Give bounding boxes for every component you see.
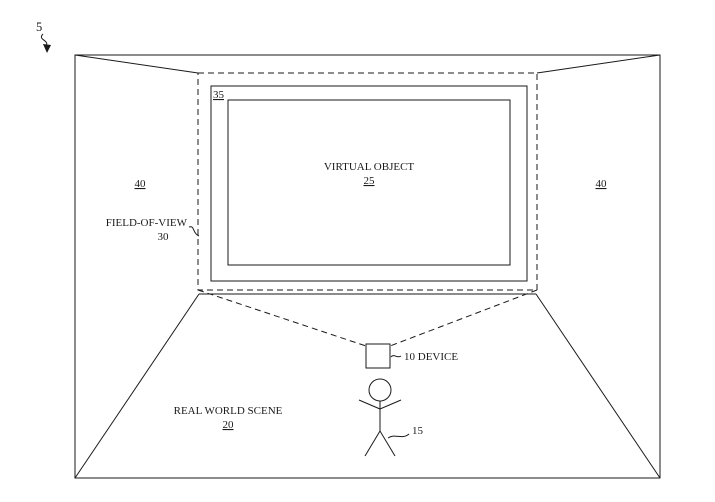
stick-figure-head — [368, 378, 392, 402]
field-of-view-ref-label: 30 — [158, 231, 170, 243]
floor-edge-right — [535, 293, 661, 479]
stick-figure-leg-left — [364, 430, 381, 457]
ceiling-edge-left — [74, 54, 199, 74]
scene-ref-label: 20 — [223, 419, 235, 431]
stick-figure-leg-right — [379, 430, 396, 457]
right-wall-ref-label: 40 — [596, 178, 608, 190]
projection-line-left — [197, 289, 367, 347]
figure-ref-arrowhead-icon — [43, 44, 51, 53]
person-leader-line — [387, 433, 410, 439]
scene-label: REAL WORLD SCENE — [174, 405, 283, 417]
left-wall-ref-label: 40 — [135, 178, 147, 190]
room-outline — [74, 54, 661, 479]
stick-figure-arm-right — [379, 399, 402, 410]
stick-figure-arm-left — [358, 399, 381, 410]
device-leader-line — [390, 355, 402, 358]
virtual-object-ref-label: 25 — [364, 175, 376, 187]
field-of-view-leader-line — [188, 226, 200, 237]
field-of-view-label: FIELD-OF-VIEW — [106, 217, 188, 229]
device-label: 10 DEVICE — [404, 351, 458, 363]
projection-line-right — [389, 289, 538, 347]
virtual-object-label: VIRTUAL OBJECT — [324, 161, 415, 173]
screen-inner-rect — [227, 99, 511, 266]
figure-ref-label: 5 — [36, 20, 42, 34]
device-square — [365, 343, 391, 369]
person-ref-label: 15 — [412, 425, 424, 437]
screen-outer-rect — [210, 85, 528, 282]
field-of-view-dashed-rect — [197, 72, 538, 291]
ceiling-edge-right — [536, 54, 661, 74]
screen-ref-label: 35 — [213, 89, 225, 101]
floor-edge-left — [74, 293, 200, 479]
